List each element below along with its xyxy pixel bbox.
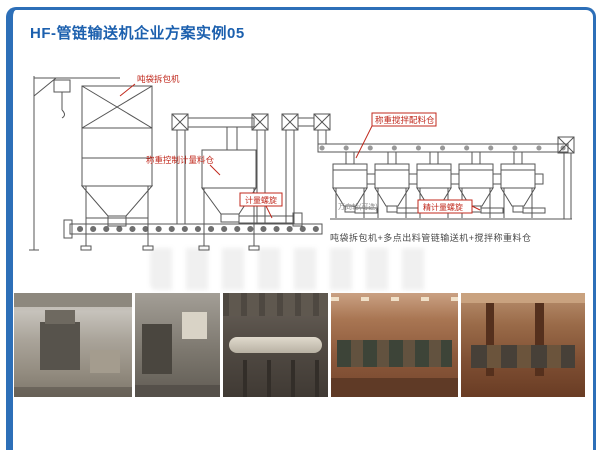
roof-truss <box>223 293 328 316</box>
label-fine-metering-screw: 精计量螺旋 <box>423 202 463 212</box>
gantry-hoist <box>29 76 120 251</box>
process-diagram: 吨袋拆包机 称重控制计量料仓 称重搅拌配料仓 计量螺旋 万向轮(可选) 精计量螺… <box>29 74 575 251</box>
machine-silhouette <box>39 322 81 370</box>
mixing-bin-row <box>330 151 572 220</box>
floor-shadow <box>135 384 220 397</box>
label-bag-unloader: 吨袋拆包机 <box>137 74 180 84</box>
support-column <box>485 303 495 377</box>
scaffold-supports <box>223 359 328 397</box>
bright-doorway <box>181 311 208 339</box>
support-column <box>535 303 545 377</box>
label-mixing-bins: 称重搅拌配料仓 <box>375 115 435 125</box>
ceiling-lights <box>331 297 458 302</box>
floor-shadow <box>331 378 458 397</box>
mixing-bin <box>374 151 420 219</box>
ceiling-beam <box>461 293 585 304</box>
diagram-callouts: 吨袋拆包机 称重控制计量料仓 称重搅拌配料仓 计量螺旋 万向轮(可选) 精计量螺… <box>119 74 481 219</box>
horizontal-tank <box>229 336 322 354</box>
ceiling-beam <box>14 293 132 307</box>
machine-hopper <box>44 309 76 325</box>
factory-equipment-photo <box>135 293 220 397</box>
pallet-bags <box>89 350 121 374</box>
floor-shadow <box>14 386 132 397</box>
diagram-area: 吨袋拆包机 称重控制计量料仓 称重搅拌配料仓 计量螺旋 万向轮(可选) 精计量螺… <box>20 58 585 295</box>
bag-unloader-workshop-photo <box>14 293 132 397</box>
batching-plant-photo <box>461 293 585 397</box>
mixing-bin <box>500 151 546 219</box>
photo-strip <box>14 293 585 397</box>
production-hall-photo <box>331 293 458 397</box>
machine-row <box>337 339 452 367</box>
conveyor-tank-installation-photo <box>223 293 328 397</box>
machine-silhouette <box>141 324 173 375</box>
bag-unloader-machine <box>80 85 154 251</box>
label-metering-screw: 计量螺旋 <box>245 195 277 205</box>
diagram-caption: 吨袋拆包机+多点出料管链输送机+搅拌称重料仓 <box>330 233 532 243</box>
page-title: HF-管链输送机企业方案实例05 <box>30 25 245 42</box>
machine-row <box>470 345 576 368</box>
weighing-metering-hopper <box>171 113 303 251</box>
distribution-pipe <box>281 113 575 225</box>
label-casters: 万向轮(可选) <box>338 202 378 211</box>
label-weighing-hopper: 称重控制计量料仓 <box>146 155 215 165</box>
tube-chain-conveyor <box>63 219 323 239</box>
